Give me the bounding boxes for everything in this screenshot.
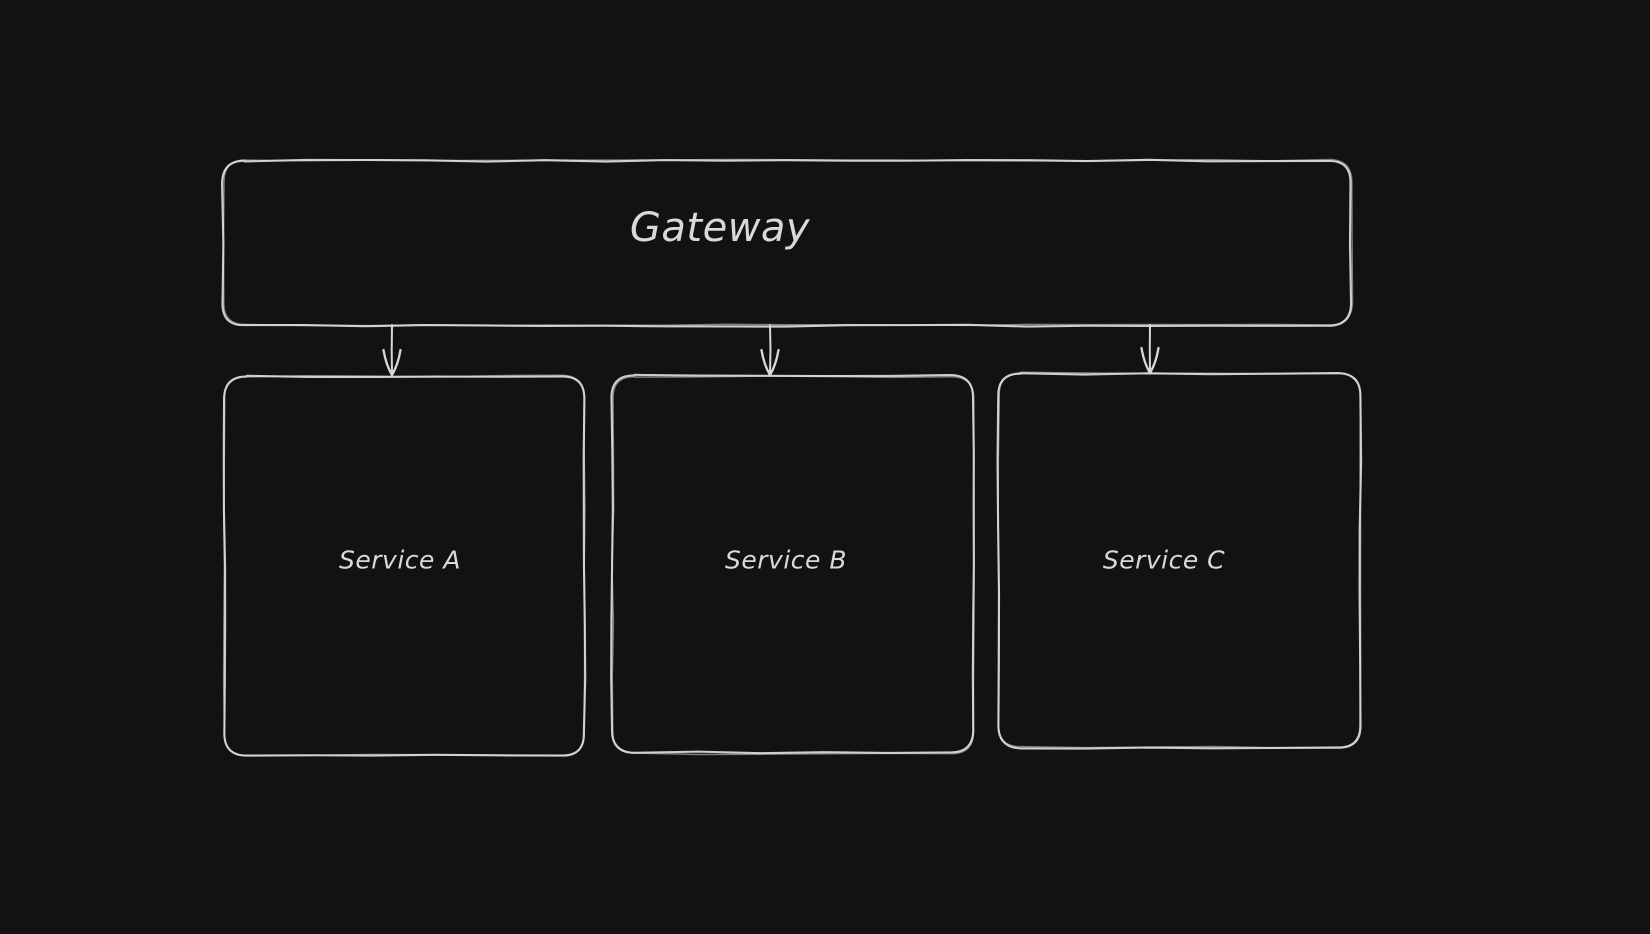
arrowhead-icon [760, 348, 780, 377]
arrowhead-icon [1140, 346, 1160, 375]
edge-gateway-to-service-c [1140, 324, 1160, 375]
edge-group [382, 324, 1160, 377]
node-service-c-label: Service C [1102, 545, 1226, 575]
edge-gateway-to-service-a [382, 324, 402, 377]
node-gateway-label: Gateway [629, 205, 811, 251]
edge-gateway-to-service-b [760, 324, 780, 377]
node-service-b-label: Service B [725, 545, 847, 575]
arrowhead-icon [382, 348, 402, 377]
node-service-a-label: Service A [339, 545, 461, 575]
